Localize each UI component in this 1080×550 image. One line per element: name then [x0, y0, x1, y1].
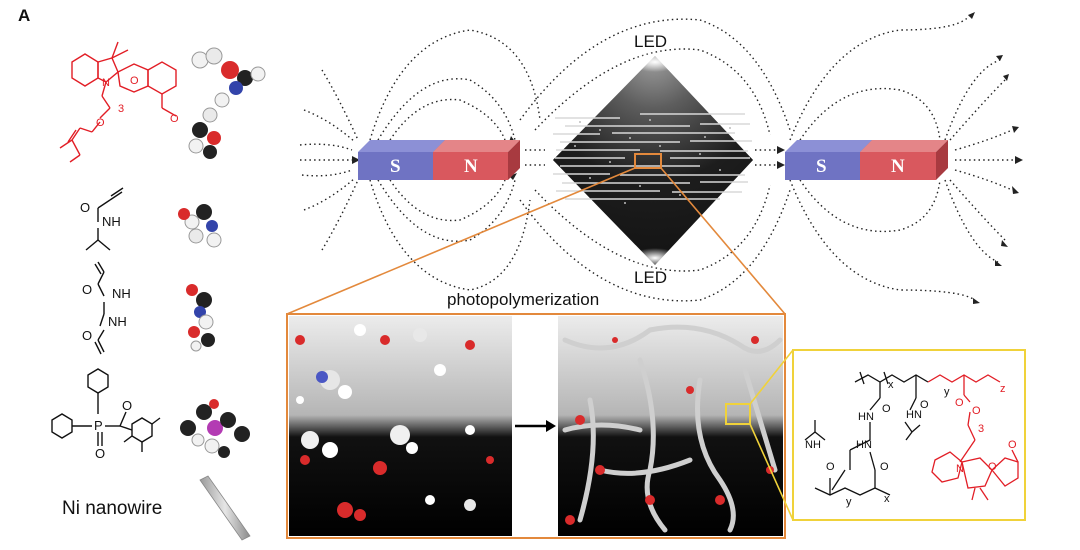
polymer-sub-x: x: [888, 379, 894, 391]
right-magnet: S N: [785, 140, 948, 180]
polymer-sub-x2: x: [884, 493, 890, 505]
molecule-speckles: [574, 119, 731, 204]
polymer-o6: O: [972, 405, 981, 417]
spiropyran-n-label: N: [102, 77, 110, 89]
initiator-oxide-o: O: [95, 446, 105, 461]
transition-arrow: [515, 420, 556, 432]
polymer-o5: O: [955, 397, 964, 409]
bis-nh2: NH: [108, 314, 127, 329]
zoom-lines: [286, 167, 786, 315]
polymer-network-after: [562, 324, 783, 533]
aligned-nanowires: [553, 113, 752, 200]
spiropyran-clusters: [565, 336, 774, 525]
field-arrowheads: [352, 12, 1023, 304]
nipam-structure: [85, 187, 124, 251]
polymer-hn2: HN: [906, 409, 922, 421]
polymer-sub-y: y: [944, 386, 950, 398]
right-magnet-n-label: N: [891, 156, 905, 177]
initiator-carbonyl-o: O: [122, 398, 132, 413]
polymer-o2: O: [920, 399, 929, 411]
initiator-p: P: [94, 418, 103, 433]
polymer-o4: O: [880, 461, 889, 473]
left-magnet-s-label: S: [390, 156, 401, 177]
spiropyran-ester-o: O: [96, 117, 105, 129]
nipam-nh: NH: [102, 214, 121, 229]
led-top-label: LED: [634, 32, 668, 51]
polymer-nh1: NH: [805, 439, 821, 451]
bis-crosslinker-structure: [94, 261, 105, 355]
polymer-hn3: HN: [856, 439, 872, 451]
initiator-spacefill-model: [180, 399, 250, 458]
polymer-sub-3: 3: [978, 423, 984, 435]
panel-label: A: [18, 6, 31, 25]
spiropyran-methoxy-o: O: [170, 113, 179, 125]
photoinitiator-structure: [51, 368, 161, 452]
bis-carbonyl-o1: O: [82, 282, 92, 297]
polymer-hn1: HN: [858, 411, 874, 423]
polymer-ome: O: [1008, 439, 1017, 451]
spiropyran-monomer-structure: [59, 41, 177, 163]
zoom-region-marker: [634, 153, 662, 169]
led-bottom-label: LED: [634, 268, 668, 287]
spiropyran-ring-o: O: [130, 75, 139, 87]
right-magnet-s-label: S: [816, 156, 827, 177]
led-chamber: [553, 52, 753, 268]
polymer-o3: O: [826, 461, 835, 473]
ni-nanowire-model: [199, 475, 251, 541]
polymer-n-sp: N: [956, 463, 964, 475]
top-led-glow: [631, 52, 679, 72]
spiropyran-subscript: 3: [118, 103, 124, 115]
polymer-o-sp: O: [988, 461, 997, 473]
polymer-sub-y2: y: [846, 496, 852, 508]
field-lines: [299, 14, 1015, 302]
bis-carbonyl-o2: O: [82, 328, 92, 343]
bis-nh1: NH: [112, 286, 131, 301]
spiropyran-spacefill-model: [188, 47, 266, 159]
bis-spacefill-model: [186, 284, 215, 352]
ni-nanowire-label: Ni nanowire: [62, 498, 163, 519]
monomers-before: [295, 324, 494, 521]
polymer-o1: O: [882, 403, 891, 415]
left-magnet: S N: [358, 140, 520, 180]
bottom-led-glow: [631, 248, 679, 268]
nipam-carbonyl-o: O: [80, 200, 90, 215]
callout-marker: [725, 403, 751, 425]
callout-lines: [749, 349, 794, 521]
photopolymerization-label: photopolymerization: [447, 290, 600, 309]
simulation-panel: [286, 313, 786, 539]
nipam-spacefill-model: [178, 204, 222, 248]
polymer-structure-callout: x y O HN HN O NH HN O O y x z O O 3 N O …: [792, 349, 1026, 521]
left-magnet-n-label: N: [464, 156, 478, 177]
polymer-sub-z: z: [1000, 383, 1006, 395]
